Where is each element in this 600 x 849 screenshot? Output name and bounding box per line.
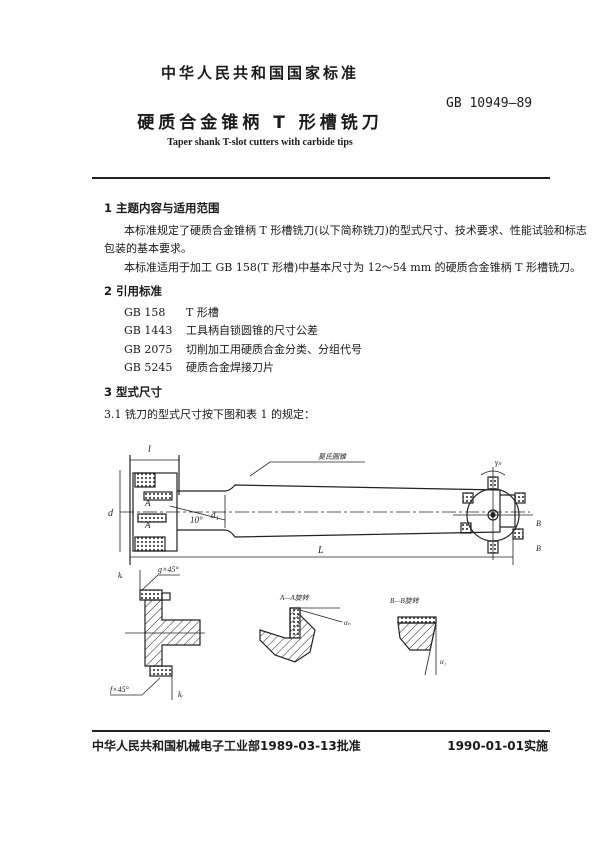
section-aa	[259, 607, 343, 663]
reference-item: GB 158 T 形槽	[124, 304, 219, 320]
label-d: d	[108, 508, 114, 519]
reference-title: 工具柄自锁圆锥的尺寸公差	[186, 324, 318, 337]
section-3-heading: 3 型式尺寸	[104, 385, 163, 399]
paragraph: 本标准规定了硬质合金锥柄 T 形槽铣刀(以下简称铣刀)的型式尺寸、技术要求、性能…	[124, 224, 587, 237]
label-angle: 10°	[190, 515, 203, 525]
label-l: l	[148, 444, 151, 455]
reference-title: 硬质合金焊接刀片	[186, 361, 274, 374]
side-view	[119, 455, 530, 565]
label-alpha-n: αₙ	[344, 619, 351, 627]
implementation-date: 1990-01-01实施	[447, 739, 548, 753]
national-standard-heading: 中华人民共和国国家标准	[160, 64, 359, 82]
paragraph: 本标准适用于加工 GB 158(T 形槽)中基本尺寸为 12～54 mm 的硬质…	[124, 261, 581, 274]
section-bb	[397, 616, 437, 676]
label-A: A	[144, 498, 151, 508]
reference-item: GB 2075 切削加工用硬质合金分类、分组代号	[124, 341, 362, 357]
reference-code: GB 158	[124, 306, 166, 319]
label-kr: kᵣ	[118, 571, 124, 580]
reference-title: T 形槽	[186, 306, 219, 319]
label-B: B	[536, 519, 541, 528]
label-morse-taper: 莫氏圆锥	[318, 453, 347, 461]
section-2-heading: 2 引用标准	[104, 284, 163, 298]
reference-item: GB 1443 工具柄自锁圆锥的尺寸公差	[124, 322, 318, 338]
header-divider	[92, 177, 550, 179]
approval-line: 中华人民共和国机械电子工业部1989-03-13批准	[92, 739, 361, 753]
clause-3-1: 3.1 铣刀的型式尺寸按下图和表 1 的规定：	[104, 408, 315, 421]
label-alpha-f: α₁	[440, 658, 446, 666]
end-view	[453, 467, 533, 560]
standard-number: GB 10949—89	[446, 96, 533, 111]
reference-code: GB 5245	[124, 361, 173, 374]
section-1-heading: 1 主题内容与适用范围	[104, 201, 220, 215]
reference-title: 切削加工用硬质合金分类、分组代号	[186, 343, 362, 356]
label-f45: f×45°	[110, 685, 130, 694]
label-section-bb: B—B旋转	[390, 597, 420, 605]
paragraph: 包装的基本要求。	[104, 242, 192, 255]
footer-divider	[92, 730, 550, 732]
reference-code: GB 2075	[124, 343, 173, 356]
label-L: L	[317, 545, 324, 556]
tooth-detail	[110, 570, 205, 700]
label-B: B	[536, 544, 541, 553]
document-title: 硬质合金锥柄 T 形槽铣刀	[137, 113, 383, 133]
label-d1: d₁	[211, 510, 219, 520]
label-kr: kᵣ	[178, 690, 184, 699]
label-A: A	[144, 520, 151, 530]
label-section-aa: A—A旋转	[279, 594, 310, 602]
reference-code: GB 1443	[124, 324, 173, 337]
label-gamma: γₙ	[495, 458, 502, 467]
label-g45: g×45°	[158, 565, 179, 574]
cutter-drawing: l d d₁ 10° A A L 莫氏圆锥 γₙ B B kᵣ g×45° f×…	[108, 444, 541, 700]
document-title-english: Taper shank T-slot cutters with carbide …	[167, 137, 353, 148]
reference-item: GB 5245 硬质合金焊接刀片	[124, 359, 274, 375]
